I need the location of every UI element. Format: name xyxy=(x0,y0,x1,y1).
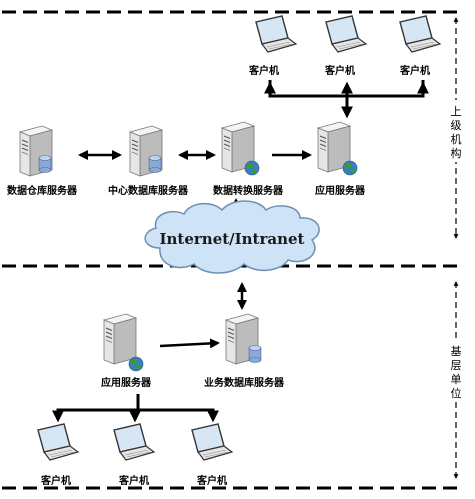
lower-client-2-label: 客户机 xyxy=(118,474,149,487)
upper-label-char-4: 构 xyxy=(451,146,462,160)
application-server-upper-label: 应用服务器 xyxy=(315,184,366,197)
data-conversion-globe-icon xyxy=(244,160,260,176)
lower-client-3-laptop-icon xyxy=(191,423,233,461)
network-label: Internet/Intranet xyxy=(159,230,304,248)
upper-client-1-laptop-icon xyxy=(255,15,297,53)
data-warehouse-db-icon xyxy=(38,155,52,173)
application-server-lower-label: 应用服务器 xyxy=(101,376,152,389)
central-db-icon xyxy=(148,155,162,173)
upper-label-char-3: 机 xyxy=(451,132,462,146)
lower-client-1-laptop-icon xyxy=(37,423,79,461)
lower-label-char-4: 位 xyxy=(451,386,462,400)
upper-label-char-2: 级 xyxy=(451,119,462,132)
business-db-server-label: 业务数据库服务器 xyxy=(204,376,285,389)
application-server-lower-icon xyxy=(103,313,137,365)
application-server-lower-globe-icon xyxy=(128,356,144,372)
upper-client-3-label: 客户机 xyxy=(399,64,430,77)
lower-label-char-3: 单 xyxy=(451,373,462,386)
business-db-icon xyxy=(248,345,262,363)
lower-client-1-label: 客户机 xyxy=(40,474,71,487)
upper-client-2-label: 客户机 xyxy=(324,64,355,77)
internet-intranet-cloud xyxy=(144,200,320,274)
data-conversion-server-label: 数据转换服务器 xyxy=(213,184,284,197)
lower-client-2-laptop-icon xyxy=(113,423,155,461)
central-db-server-label: 中心数据库服务器 xyxy=(108,184,189,197)
upper-client-3-laptop-icon xyxy=(399,15,441,53)
data-warehouse-server-label: 数据仓库服务器 xyxy=(7,184,78,197)
application-server-upper-globe-icon xyxy=(342,160,358,176)
lower-client-3-label: 客户机 xyxy=(196,474,227,487)
lower-label-char-2: 层 xyxy=(451,359,462,372)
lower-label-char-1: 基 xyxy=(451,345,462,358)
upper-client-1-label: 客户机 xyxy=(248,64,279,77)
upper-client-2-laptop-icon xyxy=(325,15,367,53)
upper-label-char-1: 上 xyxy=(451,105,462,118)
app-business-db-link xyxy=(159,338,220,349)
